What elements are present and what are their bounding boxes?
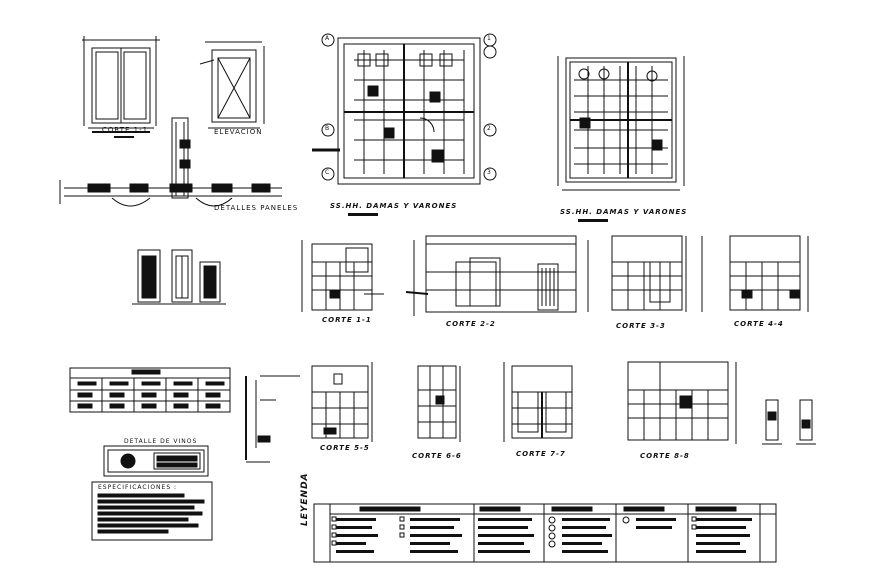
grid-marker-3: 3 bbox=[487, 169, 492, 176]
specifications-box bbox=[91, 481, 213, 541]
finish-schedule-table bbox=[69, 367, 231, 413]
section-3-3-label: CORTE 3-3 bbox=[616, 322, 666, 330]
section-5-5-label: CORTE 5-5 bbox=[320, 444, 370, 452]
plan-1-title: SS.HH. DAMAS Y VARONES bbox=[330, 202, 458, 210]
section-6-6-drawing bbox=[417, 365, 461, 442]
legend-table bbox=[313, 503, 777, 563]
section-4-4-drawing bbox=[729, 235, 809, 312]
label-underline bbox=[114, 136, 134, 138]
section-3-3-drawing bbox=[611, 235, 703, 312]
corte-1-1-top-label: CORTE 1-1 bbox=[102, 126, 149, 134]
grid-marker-1: 1 bbox=[487, 35, 492, 42]
vinyl-detail-stamp bbox=[103, 445, 209, 477]
section-1-1-drawing bbox=[301, 240, 384, 312]
plan-2-subbar bbox=[578, 219, 608, 222]
grid-marker-b: B bbox=[325, 125, 331, 132]
wall-section-detail bbox=[245, 375, 300, 463]
section-6-6-label: CORTE 6-6 bbox=[412, 452, 462, 460]
plan-1-subbar bbox=[348, 213, 378, 216]
panel-elevation-drawing bbox=[82, 36, 160, 133]
detalle-vinos-label: DETALLE DE VINOS bbox=[124, 438, 198, 445]
section-1-1-label: CORTE 1-1 bbox=[322, 316, 372, 324]
plan-2-title: SS.HH. DAMAS Y VARONES bbox=[560, 208, 688, 216]
door-elevations-small bbox=[132, 249, 226, 305]
section-7-7-label: CORTE 7-7 bbox=[516, 450, 566, 458]
especificaciones-label: ESPECIFICACIONES : bbox=[98, 484, 178, 491]
leyenda-label: LEYENDA bbox=[300, 472, 310, 526]
section-5-5-drawing bbox=[311, 362, 373, 442]
grid-marker-a: A bbox=[325, 35, 331, 42]
panel-details-strip bbox=[59, 180, 282, 207]
floor-plan-2 bbox=[557, 56, 685, 191]
section-2-2-drawing bbox=[405, 235, 589, 316]
detalles-paneles-label: DETALLES PANELES bbox=[214, 204, 299, 212]
door-elevation-drawing bbox=[199, 41, 265, 129]
section-2-2-label: CORTE 2-2 bbox=[446, 320, 496, 328]
section-8-8-drawing bbox=[627, 361, 737, 444]
section-8-8-label: CORTE 8-8 bbox=[640, 452, 690, 460]
grid-marker-c: C bbox=[325, 169, 331, 176]
section-7-7-drawing bbox=[503, 362, 573, 442]
elevacion-label: ELEVACION bbox=[214, 128, 263, 136]
section-4-4-label: CORTE 4-4 bbox=[734, 320, 784, 328]
grid-marker-2: 2 bbox=[487, 125, 492, 132]
floor-plan-1 bbox=[312, 33, 497, 185]
anchor-details bbox=[762, 399, 816, 445]
